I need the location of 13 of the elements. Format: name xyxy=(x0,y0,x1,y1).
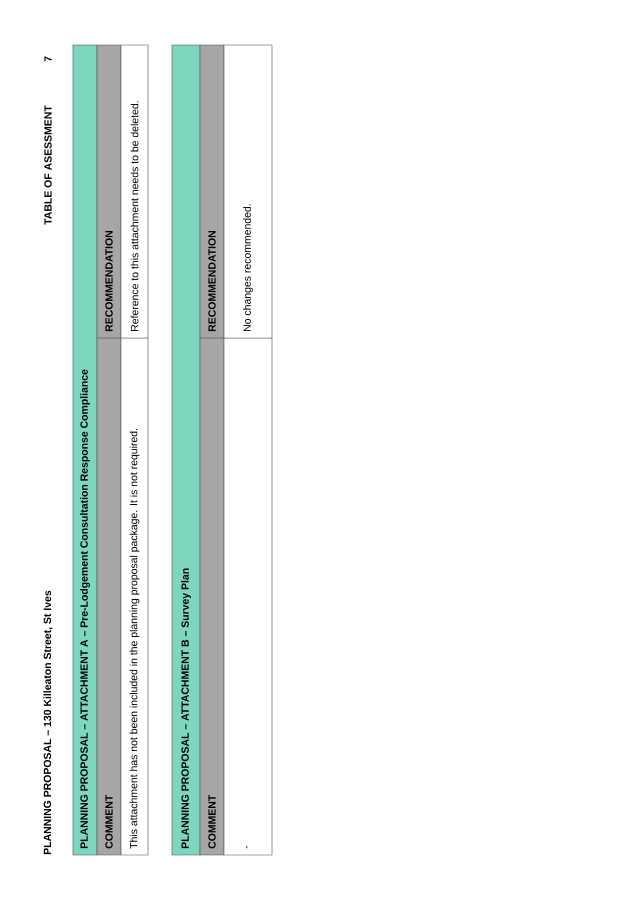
page-number: 7 xyxy=(44,56,52,62)
page-header: PLANNING PROPOSAL – 130 Killeaton Street, St Ives xyxy=(43,590,53,854)
page-header: TABLE OF ASESSMENT xyxy=(44,105,52,225)
column-header-cell: RECOMMENDATION xyxy=(200,44,224,338)
table-cell: Reference to this attachment needs to be deleted. xyxy=(120,44,148,338)
column-header-cell: COMMENT xyxy=(200,338,224,856)
table-cell: No changes recommended. xyxy=(224,44,272,338)
table-cell: This attachment has not been included in the planning proposal package. It is not required. xyxy=(120,338,148,856)
table-cell: - xyxy=(224,338,272,856)
column-header-cell: COMMENT xyxy=(96,338,122,856)
table-header-cell: PLANNING PROPOSAL – ATTACHMENT A – Pre-Lodgement Consultation Response Compliance xyxy=(72,44,98,856)
table-header-cell: PLANNING PROPOSAL – ATTACHMENT B – Survey Plan xyxy=(172,44,200,856)
column-header-cell: RECOMMENDATION xyxy=(96,44,122,338)
